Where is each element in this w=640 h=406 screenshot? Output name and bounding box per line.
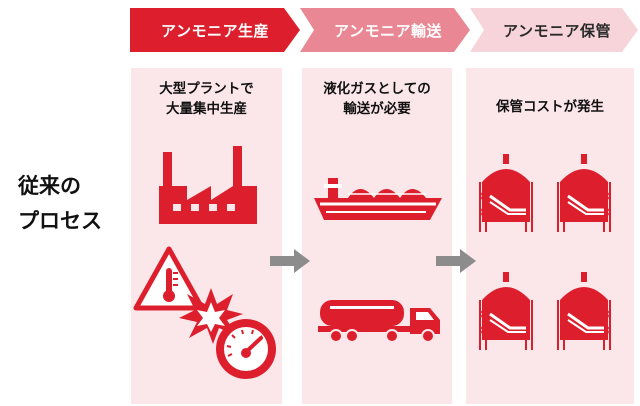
stage-title-production: アンモニア生産 (161, 21, 269, 40)
flow-arrow-icon (270, 249, 310, 273)
row-label-line2: プロセス (18, 209, 102, 233)
factory-icon (159, 146, 257, 224)
desc-line: 液化ガスとしての (323, 81, 431, 97)
desc-line: 輸送が必要 (343, 100, 411, 117)
desc-line: 大量集中生産 (166, 100, 247, 117)
storage-tank-icon (479, 154, 533, 232)
gas-carrier-ship-icon (314, 178, 442, 220)
stage-title-storage: アンモニア保管 (503, 21, 611, 40)
stage-desc-transport: 液化ガスとしての 輸送が必要 (302, 80, 452, 119)
desc-line: 保管コストが発生 (496, 99, 604, 115)
pressure-gauge-icon (216, 319, 276, 379)
row-label-line1: 従来の (18, 174, 81, 198)
stage-header-transport: アンモニア輸送 (300, 8, 470, 52)
stage-desc-production: 大型プラントで 大量集中生産 (131, 80, 282, 119)
stage-title-transport: アンモニア輸送 (334, 21, 442, 40)
stage-desc-storage: 保管コストが発生 (466, 98, 634, 118)
stage-header-production: アンモニア生産 (130, 8, 300, 52)
row-label: 従来の プロセス (18, 176, 128, 232)
high-temperature-warning-icon (133, 246, 205, 311)
desc-line: 大型プラントで (159, 81, 254, 97)
storage-tank-icon (479, 272, 533, 350)
stage-panel-transport: 液化ガスとしての 輸送が必要 (302, 68, 452, 404)
stage-panel-storage: 保管コストが発生 (466, 68, 634, 404)
stage-panel-production: 大型プラントで 大量集中生産 (131, 68, 282, 404)
flow-arrow-icon (436, 249, 476, 273)
storage-tank-icon (557, 154, 611, 232)
storage-tank-icon (557, 272, 611, 350)
tanker-truck-icon (318, 300, 440, 343)
stage-header-storage: アンモニア保管 (470, 8, 638, 52)
